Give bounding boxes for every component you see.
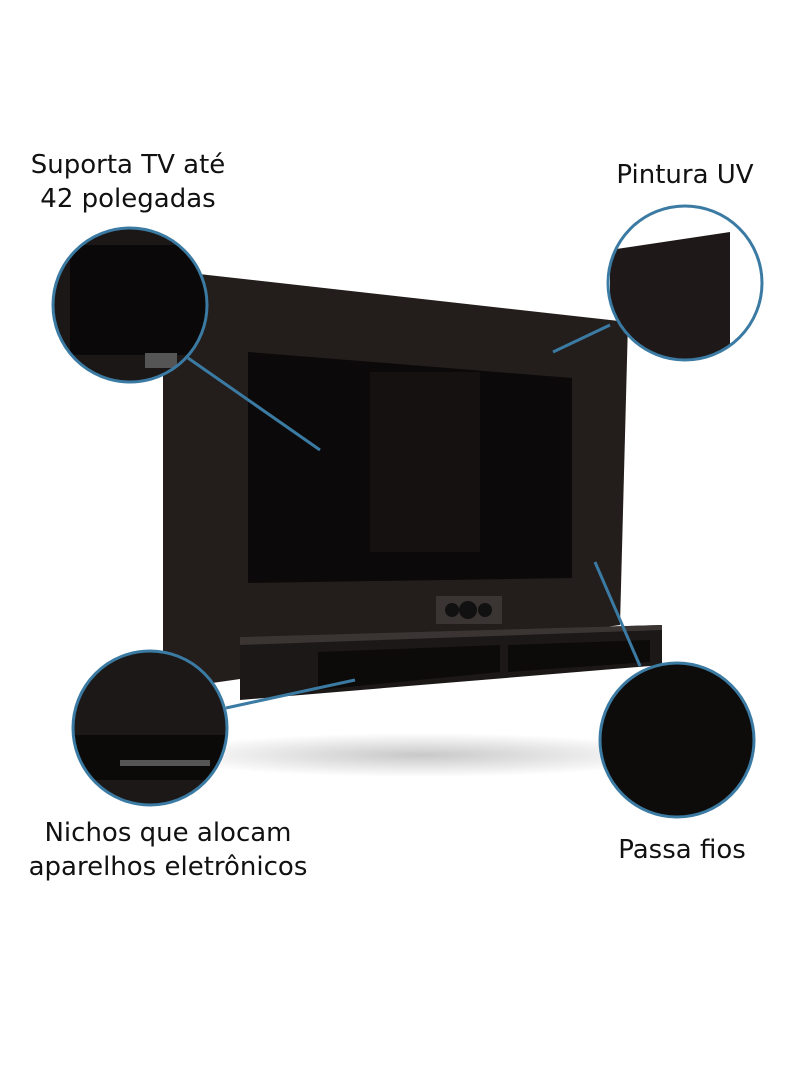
callout-line: aparelhos eletrônicos: [28, 852, 308, 882]
zoom-cable-detail: [600, 663, 754, 817]
callout-cable-pass: Passa fios: [618, 835, 746, 865]
callout-line: Suporta TV até: [30, 150, 226, 180]
callout-line: Nichos que alocam: [44, 818, 292, 848]
shelf-niche-left: [318, 645, 500, 690]
shelf-niche-right: [508, 640, 650, 672]
floor-shadow: [160, 733, 680, 777]
zoom-tv-detail: [53, 228, 207, 382]
shelf-top: [240, 625, 662, 645]
callout-niches: Nichos que alocam aparelhos eletrônicos: [0, 816, 336, 884]
callout-tv-support: Suporta TV até 42 polegadas: [8, 148, 248, 216]
zoom-niche-detail: [73, 651, 227, 805]
callout-uv-paint: Pintura UV: [616, 160, 754, 190]
callout-line: 42 polegadas: [40, 184, 216, 214]
tv-reflection-window: [370, 372, 480, 552]
zoom-uv-paint-detail: [608, 206, 762, 360]
callout-rings: [51, 204, 764, 819]
